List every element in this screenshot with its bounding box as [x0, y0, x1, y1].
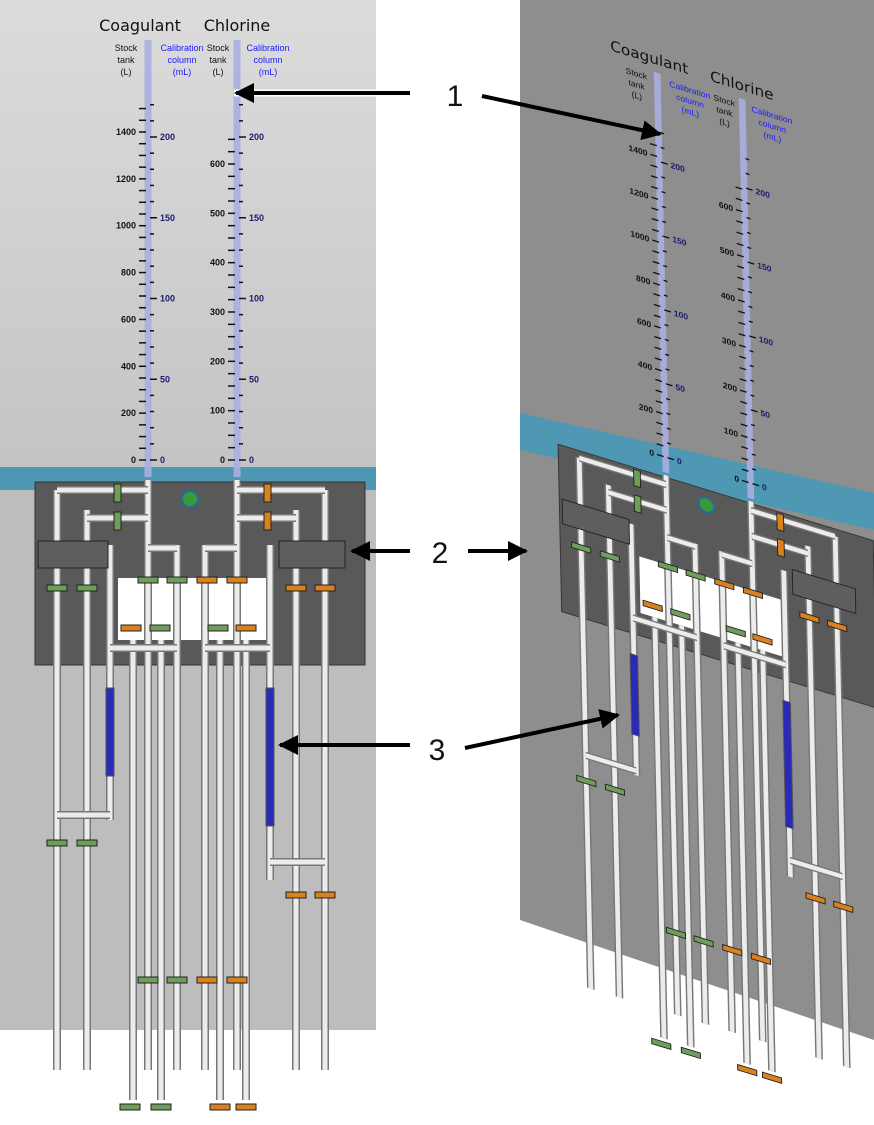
- svg-text:Stock: Stock: [207, 43, 230, 53]
- chlorine-valve: [196, 576, 218, 584]
- coagulant-stock-tick-label: 800: [121, 268, 136, 278]
- coagulant-stock-tick-label: 400: [121, 361, 136, 371]
- coagulant-stock-tick-label: 1000: [116, 221, 136, 231]
- coagulant-calibration-tick-label: 200: [160, 132, 175, 142]
- svg-text:3: 3: [429, 734, 446, 767]
- chlorine-valve: [263, 511, 272, 531]
- chlorine-valve: [235, 1103, 257, 1111]
- chlorine-title: Chlorine: [204, 16, 271, 35]
- front-wall-upper: [0, 0, 376, 470]
- coagulant-calibration-column: [105, 687, 115, 777]
- chlorine-stock-tick-label: 600: [210, 159, 225, 169]
- svg-text:(L): (L): [121, 67, 132, 77]
- coagulant-valve: [149, 624, 171, 632]
- coagulant-valve: [207, 624, 229, 632]
- logo-icon: [181, 490, 199, 508]
- coagulant-valve: [119, 1103, 141, 1111]
- chlorine-valve: [226, 576, 248, 584]
- chlorine-valve: [196, 976, 218, 984]
- chlorine-calibration-tick-label: 200: [249, 132, 264, 142]
- coagulant-valve: [113, 483, 122, 503]
- coagulant-valve: [150, 1103, 172, 1111]
- chlorine-level-tube: [233, 40, 241, 477]
- chlorine-valve: [314, 891, 336, 899]
- coagulant-calibration-tick-label: 150: [160, 213, 175, 223]
- coagulant-valve: [46, 839, 68, 847]
- callout-3: 3: [278, 709, 620, 767]
- chlorine-float-box: [278, 540, 346, 569]
- front-view: Coagulant Chlorine Stock tank (L) Calibr…: [0, 0, 376, 1111]
- iso-wall-band: [520, 413, 874, 530]
- chlorine-valve: [285, 891, 307, 899]
- scales: Coagulant Chlorine Stock tank (L) Calibr…: [99, 16, 290, 477]
- coagulant-valve: [166, 976, 188, 984]
- svg-text:(mL): (mL): [259, 67, 278, 77]
- chlorine-valve: [285, 584, 307, 592]
- coagulant-calibration-label: Calibration column (mL): [160, 43, 203, 77]
- chlorine-valve: [209, 1103, 231, 1111]
- callouts: 1 2 3: [234, 80, 662, 767]
- coagulant-stock-tick-label: 0: [131, 455, 136, 465]
- chlorine-stock-tick-label: 300: [210, 307, 225, 317]
- coagulant-valve: [76, 584, 98, 592]
- callout-2: 2: [350, 537, 528, 570]
- svg-text:(L): (L): [213, 67, 224, 77]
- svg-text:tank: tank: [209, 55, 227, 65]
- chlorine-valve: [120, 624, 142, 632]
- chlorine-stock-tick-label: 400: [210, 258, 225, 268]
- chlorine-calibration-column: [265, 687, 275, 827]
- chlorine-calibration-tick-label: 150: [249, 213, 264, 223]
- svg-text:Calibration: Calibration: [160, 43, 203, 53]
- chlorine-calibration-label: Calibration column (mL): [246, 43, 289, 77]
- dosing-rig-front: Coagulant Chlorine Stock tank (L) Calibr…: [34, 16, 366, 1111]
- chlorine-stock-tick-label: 100: [210, 406, 225, 416]
- chlorine-calibration-tick-label: 100: [249, 294, 264, 304]
- svg-text:2: 2: [432, 537, 449, 570]
- chlorine-stock-label: Stock tank (L): [207, 43, 230, 77]
- chlorine-valve: [226, 976, 248, 984]
- coagulant-valve: [166, 576, 188, 584]
- coagulant-valve: [137, 576, 159, 584]
- coagulant-valve: [46, 584, 68, 592]
- chlorine-stock-tick-label: 0: [220, 455, 225, 465]
- coagulant-stock-label: Stock tank (L): [115, 43, 138, 77]
- coagulant-float-box: [37, 540, 109, 569]
- coagulant-valve: [113, 511, 122, 531]
- coagulant-stock-tick-label: 200: [121, 408, 136, 418]
- arrow-1-right: [481, 94, 662, 141]
- svg-text:Stock: Stock: [115, 43, 138, 53]
- coagulant-stock-tick-label: 1400: [116, 127, 136, 137]
- chlorine-calibration-tick-label: 50: [249, 374, 259, 384]
- coagulant-calibration-tick-label: 0: [160, 455, 165, 465]
- svg-text:column: column: [167, 55, 196, 65]
- svg-text:Calibration: Calibration: [246, 43, 289, 53]
- coagulant-stock-tick-label: 600: [121, 314, 136, 324]
- coagulant-level-tube: [144, 40, 152, 477]
- chlorine-valve: [314, 584, 336, 592]
- chlorine-stock-tick-label: 200: [210, 356, 225, 366]
- svg-text:(mL): (mL): [173, 67, 192, 77]
- coagulant-stock-tick-label: 1200: [116, 174, 136, 184]
- svg-text:1: 1: [447, 80, 464, 113]
- callout-1: 1: [234, 80, 662, 141]
- isometric-view: [520, 0, 874, 1115]
- svg-text:column: column: [253, 55, 282, 65]
- coagulant-valve: [76, 839, 98, 847]
- arrow-3-right: [464, 709, 620, 750]
- coagulant-title: Coagulant: [99, 16, 181, 35]
- coagulant-calibration-tick-label: 100: [160, 294, 175, 304]
- chlorine-valve: [263, 483, 272, 503]
- scale-ticks: 0200400600800100012001400050100150200010…: [116, 40, 264, 477]
- svg-text:tank: tank: [117, 55, 135, 65]
- chlorine-valve: [235, 624, 257, 632]
- coagulant-valve: [137, 976, 159, 984]
- chlorine-stock-tick-label: 500: [210, 208, 225, 218]
- chlorine-calibration-tick-label: 0: [249, 455, 254, 465]
- coagulant-calibration-tick-label: 50: [160, 374, 170, 384]
- rig-hardware: [34, 480, 366, 1111]
